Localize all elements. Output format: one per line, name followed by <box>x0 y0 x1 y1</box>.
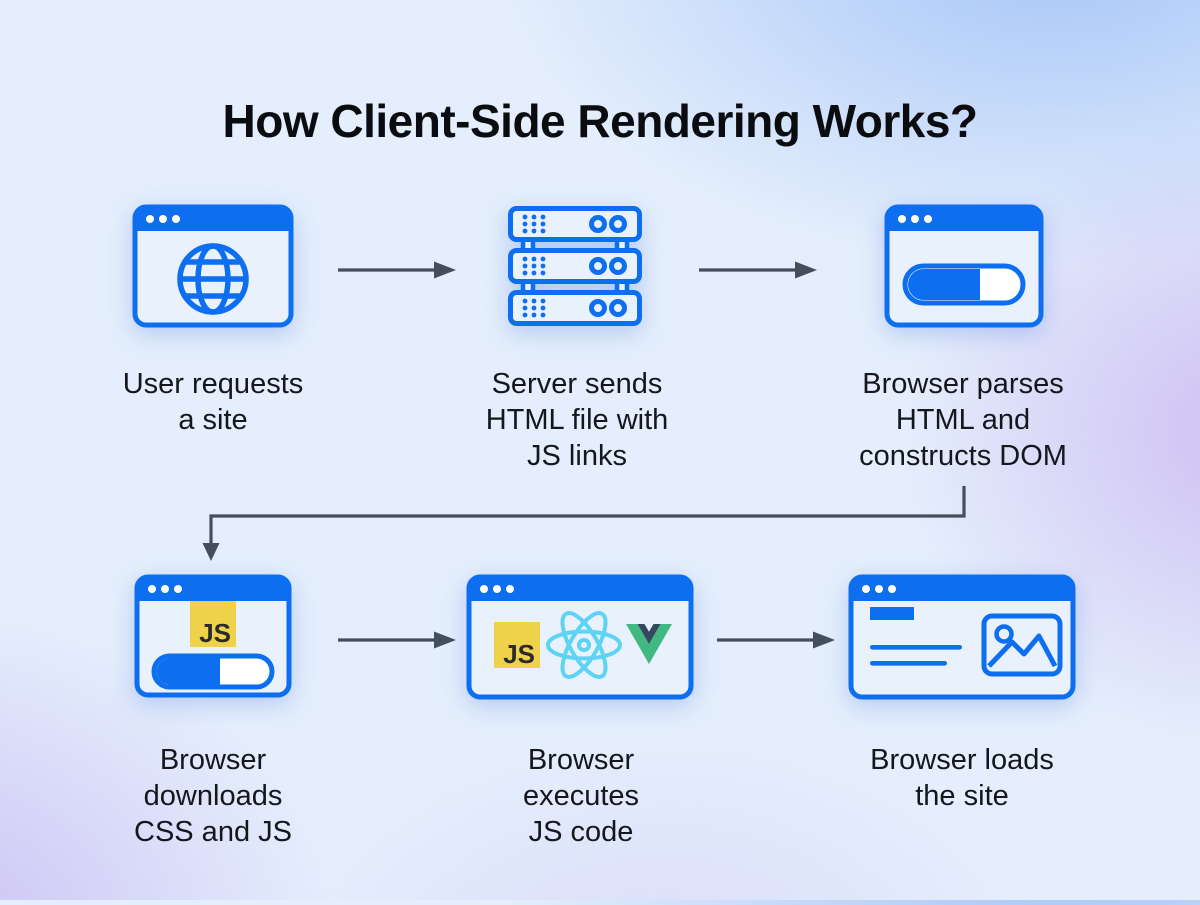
heading-block <box>870 607 914 620</box>
label-line: the site <box>915 780 1009 812</box>
arrow-step5-step6 <box>716 628 838 657</box>
js-logo: JS <box>190 601 236 648</box>
label-line: a site <box>178 404 248 436</box>
image-placeholder-icon <box>981 613 1063 677</box>
react-logo <box>546 611 622 679</box>
vue-logo <box>626 624 672 664</box>
browser-site-icon <box>848 574 1076 700</box>
server-stack-icon <box>508 206 642 326</box>
label-line: Server sends <box>491 368 663 400</box>
server-unit <box>508 206 642 242</box>
label-line: User requests <box>122 368 304 400</box>
label-line: HTML file with <box>485 404 669 436</box>
step-label-1: User requests a site <box>53 366 373 438</box>
step-label-4: Browser downloads CSS and JS <box>53 742 373 850</box>
label-line: JS code <box>528 816 634 848</box>
progress-bar <box>902 263 1026 306</box>
label-line: constructs DOM <box>859 440 1067 472</box>
js-logo: JS <box>494 622 540 669</box>
label-line: downloads <box>143 780 283 812</box>
step-label-2: Server sends HTML file with JS links <box>417 366 737 474</box>
svg-text:JS: JS <box>199 618 231 648</box>
step-label-6: Browser loads the site <box>802 742 1122 814</box>
globe-icon <box>177 243 249 315</box>
server-unit <box>508 290 642 326</box>
label-line: CSS and JS <box>134 816 292 848</box>
browser-progress-icon <box>884 204 1044 328</box>
text-line <box>870 661 947 666</box>
arrow-step1-step2 <box>337 258 459 287</box>
page-title: How Client-Side Rendering Works? <box>222 95 979 147</box>
server-unit <box>508 248 642 284</box>
arrow-step2-step3 <box>698 258 820 287</box>
label-line: JS links <box>527 440 627 472</box>
label-line: executes <box>522 780 640 812</box>
text-line <box>870 645 962 650</box>
browser-frameworks-icon: JS <box>466 574 694 700</box>
label-line: HTML and <box>895 404 1031 436</box>
arrow-step4-step5 <box>337 628 459 657</box>
svg-text:JS: JS <box>503 639 535 669</box>
step-label-5: Browser executes JS code <box>421 742 741 850</box>
label-line: Browser <box>527 744 635 776</box>
browser-js-download-icon: JS <box>134 574 292 698</box>
label-line: Browser <box>159 744 267 776</box>
step-label-3: Browser parses HTML and constructs DOM <box>803 366 1123 474</box>
browser-globe-icon <box>132 204 294 328</box>
label-line: Browser loads <box>870 744 1054 776</box>
progress-bar <box>151 653 275 690</box>
label-line: Browser parses <box>862 368 1064 400</box>
